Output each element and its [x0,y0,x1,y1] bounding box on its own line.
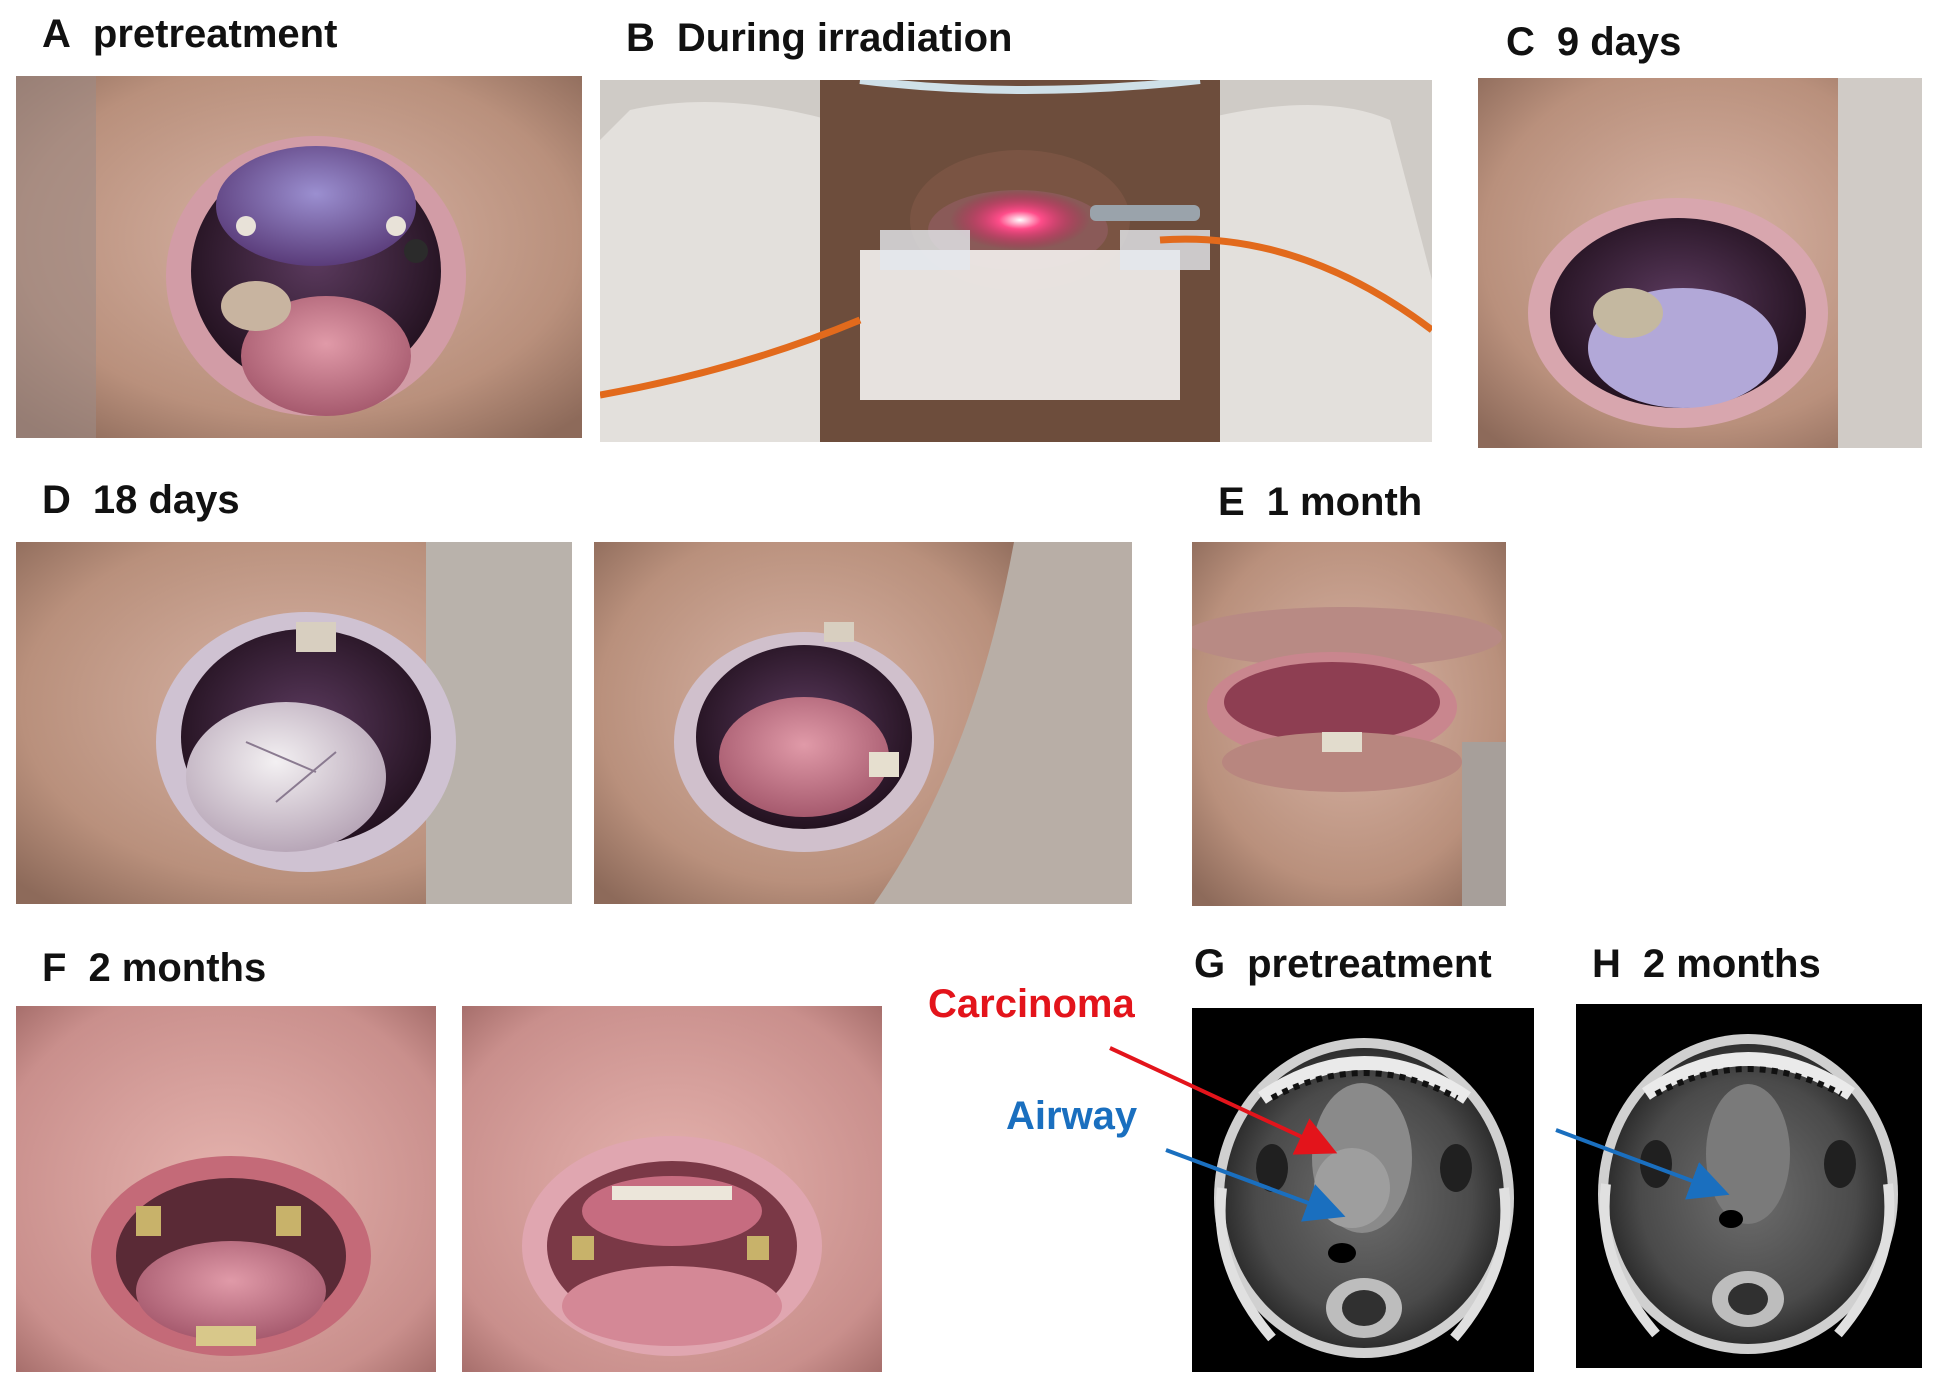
carcinoma-label: Carcinoma [928,982,1135,1026]
photo-c-9-days [1478,78,1922,448]
mri-g-pretreatment [1192,1008,1534,1372]
photo-e-1-month [1192,542,1506,906]
photo-f-2-months-right [462,1006,882,1372]
photo-f-2-months-left [16,1006,436,1372]
photo-b-during-irradiation [600,80,1432,442]
photo-d-18-days-right [594,542,1132,904]
photo-a-pretreatment [16,76,582,438]
airway-label: Airway [1006,1094,1138,1138]
mri-h-2-months [1576,1004,1922,1368]
photo-d-18-days-left [16,542,572,904]
